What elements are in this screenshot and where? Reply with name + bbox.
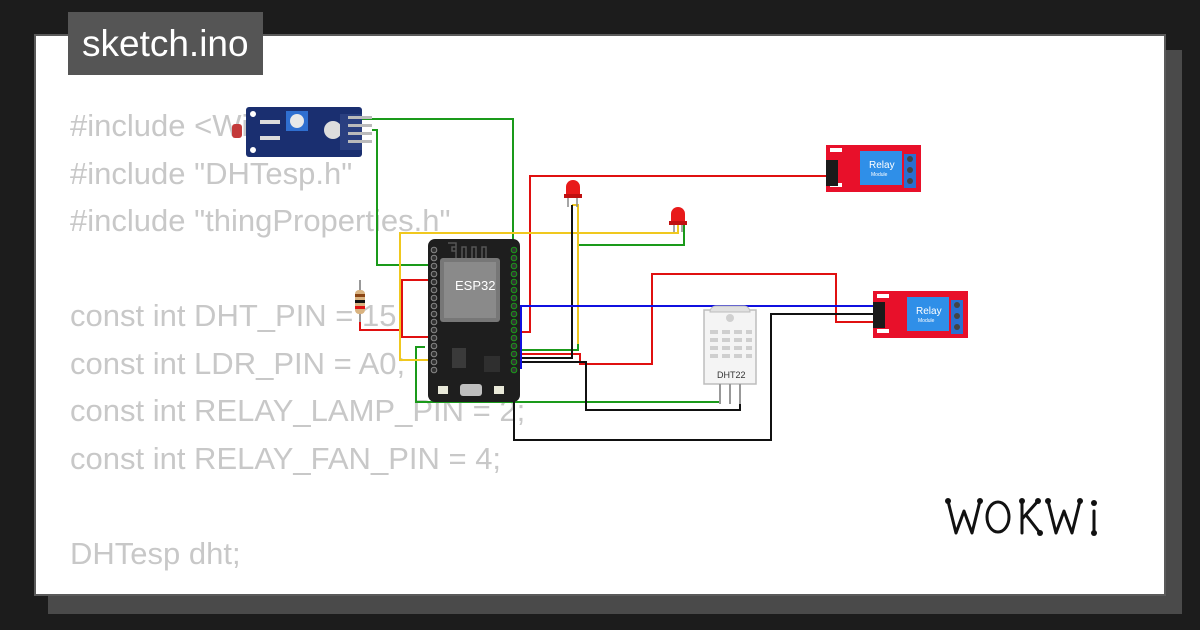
sketch-title: sketch.ino (68, 12, 263, 75)
wire-red (514, 175, 827, 333)
esp32-pin-header-left (430, 246, 438, 374)
relay-module-1: Relay Module (826, 145, 921, 192)
code-line: const int DHT_PIN = 15; (70, 298, 406, 333)
led-red-2 (669, 207, 687, 232)
relay-2-label: Relay (916, 306, 942, 317)
dht22-label: DHT22 (717, 370, 746, 380)
wire-green (513, 222, 685, 351)
photoresistor-icon (232, 124, 242, 138)
dht22-sensor: DHT22 (703, 305, 757, 404)
wire-black (513, 313, 875, 441)
wokwi-logo (945, 498, 1097, 536)
wires (348, 118, 875, 441)
code-line: DHTesp dht; (70, 535, 241, 571)
esp32-board: ESP32 (428, 239, 520, 402)
wire-green (348, 118, 514, 245)
wire-yellow (572, 204, 579, 344)
relay-module-2: Relay Module (873, 291, 968, 338)
code-line: const int RELAY_FAN_PIN = 4; (70, 440, 502, 476)
esp32-pin-header-right (510, 246, 518, 374)
wire-black (514, 205, 573, 359)
resistor (355, 280, 365, 322)
relay-1-label: Relay (869, 160, 895, 171)
wire-green (372, 129, 432, 266)
ldr-sensor-module (232, 107, 372, 157)
code-line: const int RELAY_LAMP_PIN = 2; (70, 393, 526, 428)
esp32-label: ESP32 (455, 278, 495, 293)
code-line: #include "DHTesp.h" (70, 155, 353, 191)
wire-red (401, 279, 432, 338)
code-line: const int LDR_PIN = A0; (70, 345, 406, 381)
wire-yellow (399, 225, 679, 361)
relay-1-sublabel: Module (871, 172, 888, 178)
led-red-1 (564, 180, 582, 207)
relay-2-sublabel: Module (918, 318, 935, 324)
wire-red (359, 300, 402, 331)
